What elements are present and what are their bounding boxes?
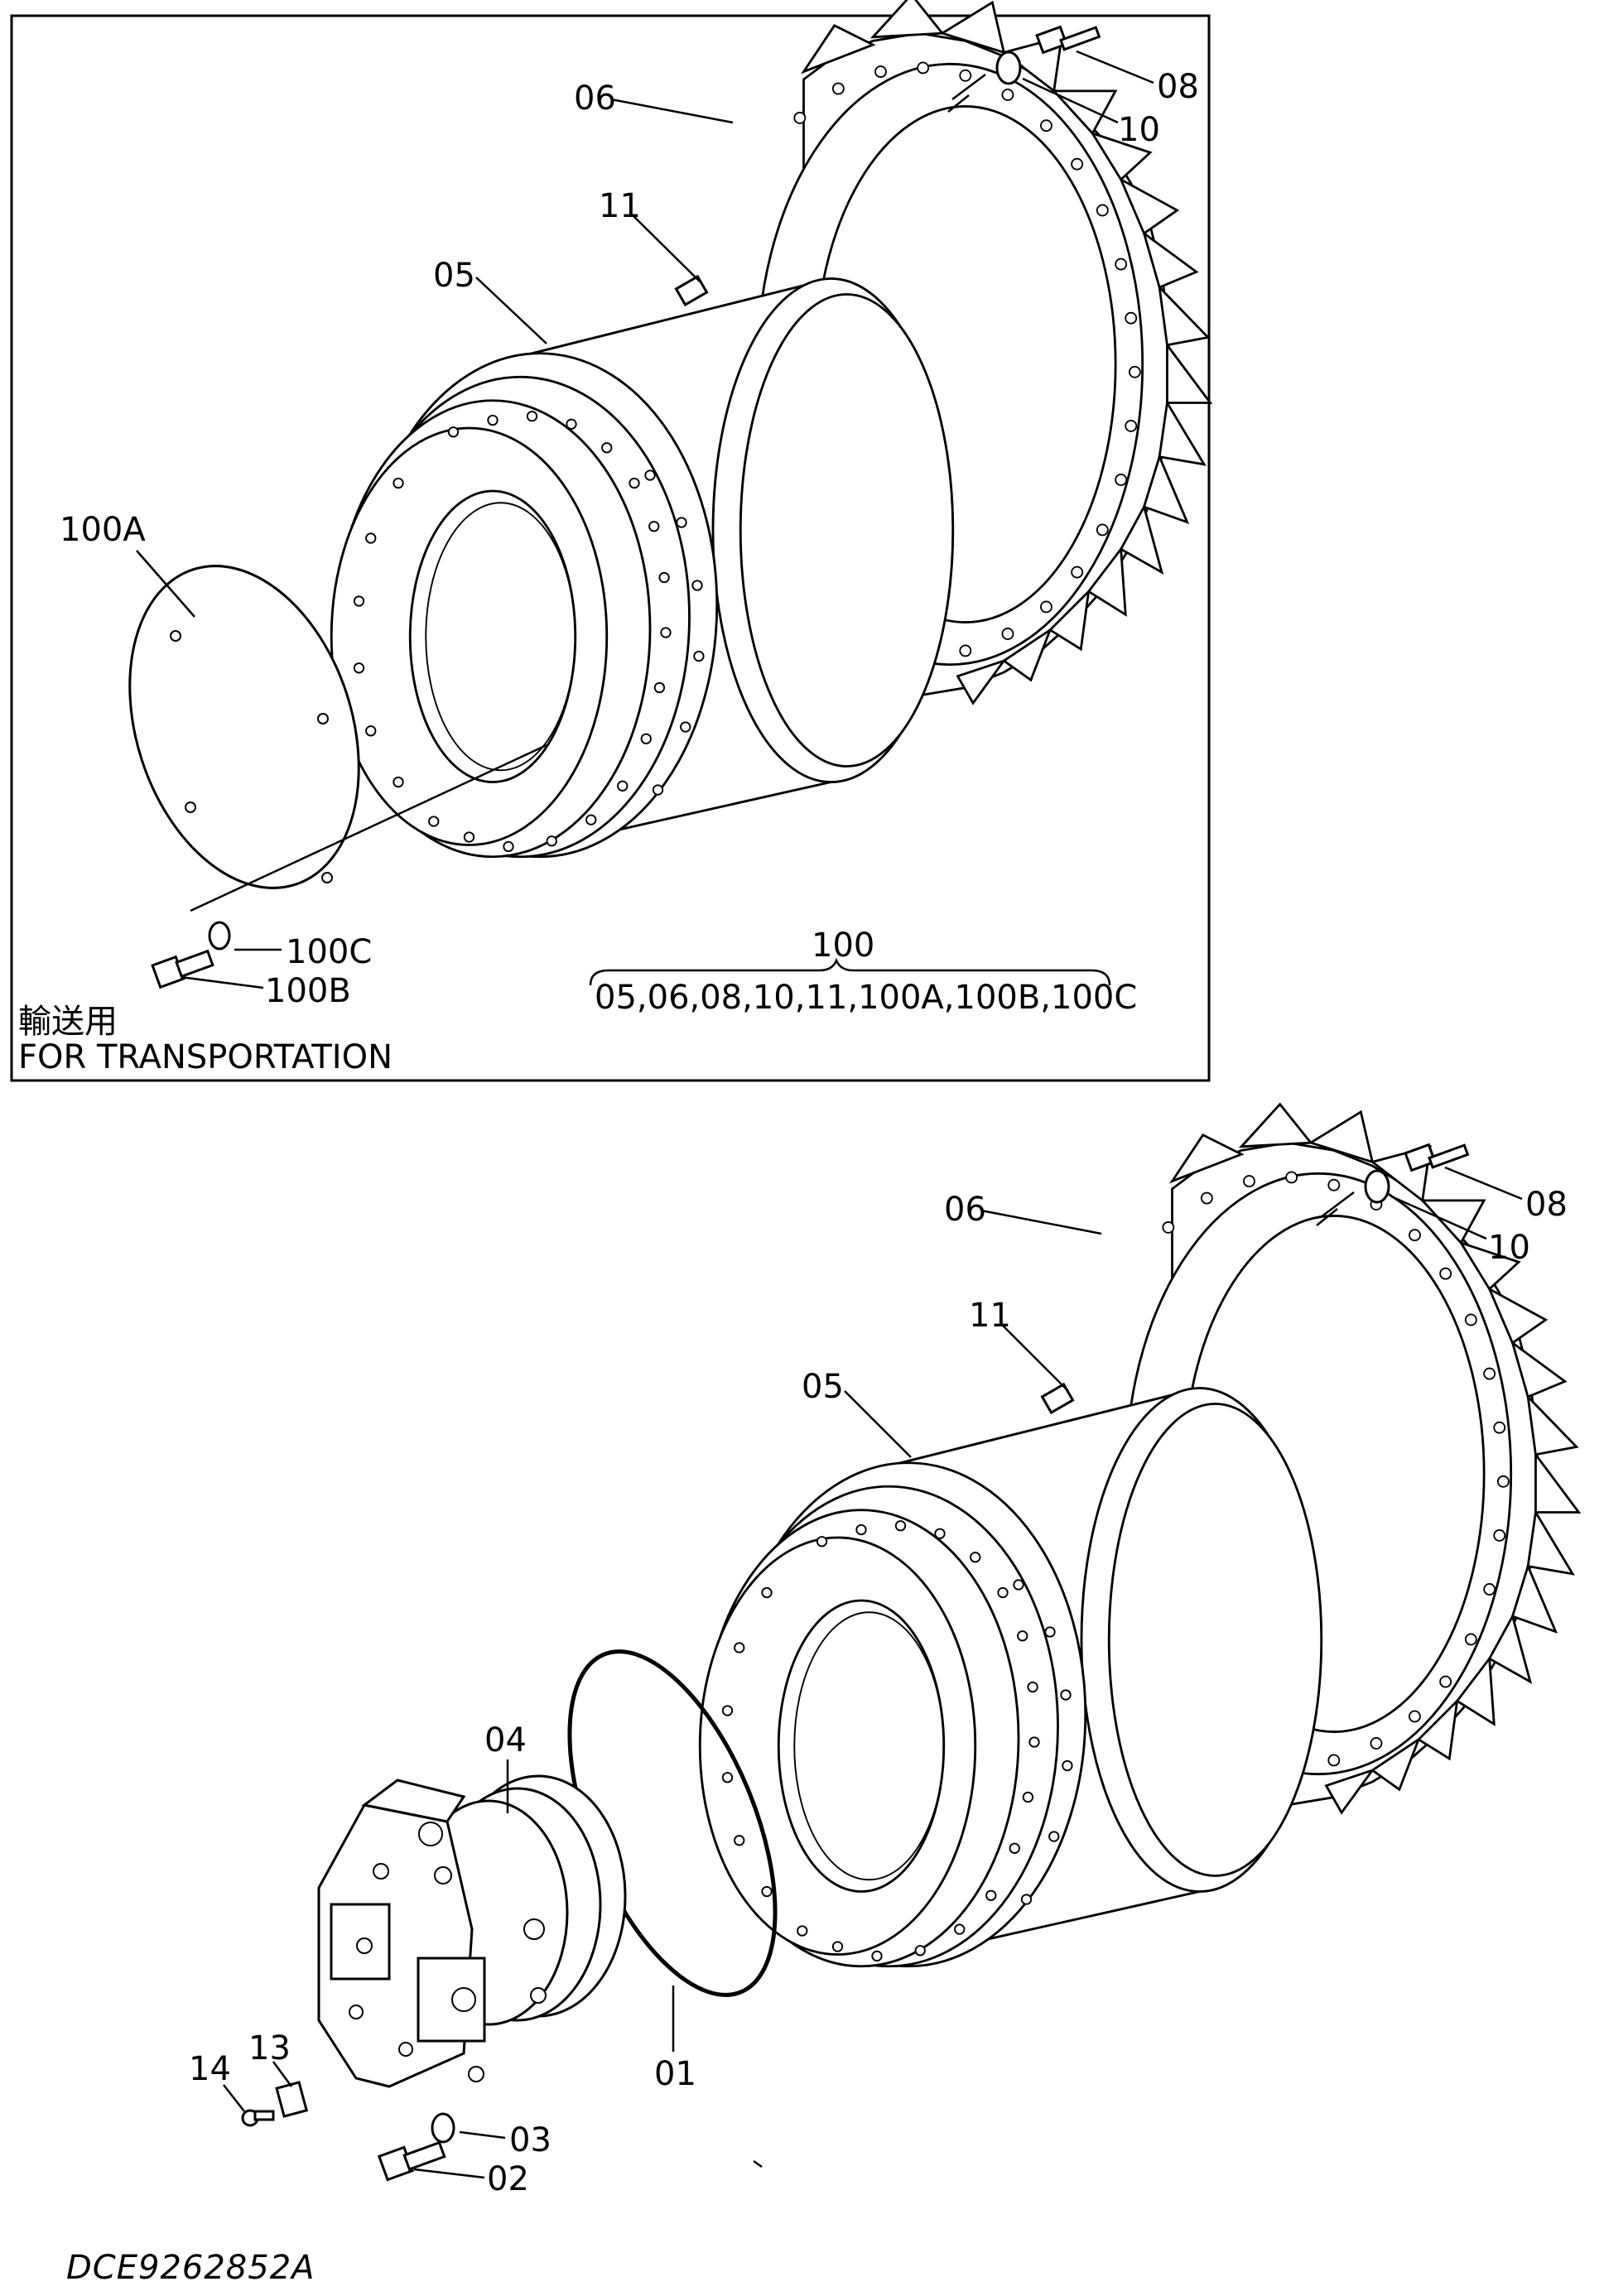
main-label-13: 13 [248,2029,291,2067]
main-washer-10 [1364,1169,1390,1204]
main-label-11: 11 [969,1297,1011,1335]
kit-contents: 05,06,08,10,11,100A,100B,100C [595,979,1137,1017]
inset-washer-10 [995,51,1022,85]
inset-label-100c: 100C [286,933,372,971]
inset-hub [330,277,955,859]
main-hub [698,1387,1323,1968]
main-label-10: 10 [1488,1229,1530,1267]
washer-03 [431,2112,455,2144]
bolt-02 [377,2140,446,2182]
main-label-05: 05 [802,1368,844,1406]
screw-14 [241,2109,275,2127]
note-en: FOR TRANSPORTATION [18,1038,393,1076]
main-bolt-08 [1404,1143,1470,1172]
drawing-code: DCE9262852A [66,2249,316,2287]
note-jp: 輸送用 [18,1003,118,1041]
inset-label-10: 10 [1118,111,1160,149]
inset-label-05: 05 [433,257,475,295]
main-leaders [223,1166,1523,2179]
inset-cover-100a [128,565,360,889]
main-label-06: 06 [944,1191,986,1229]
main-label-02: 02 [487,2160,529,2198]
inset-label-08: 08 [1157,68,1199,106]
inset-pin-11 [674,274,709,307]
main-label-04: 04 [484,1721,527,1759]
inset-bolt-08 [1035,25,1101,55]
main-label-03: 03 [509,2121,552,2159]
kit-number: 100 [812,927,874,965]
kit-brace [589,957,1111,986]
inset-label-06: 06 [574,79,616,118]
plate-13 [275,2081,309,2118]
inset-label-100a: 100A [60,511,146,549]
inset-frame [10,14,1211,1082]
travel-motor-04 [317,1774,627,2088]
inset-label-100b: 100B [265,972,351,1010]
main-pin-11 [1040,1382,1075,1415]
inset-bolt-100b [151,949,214,989]
main-label-14: 14 [189,2050,231,2088]
main-label-01: 01 [654,2055,696,2093]
inset-leaders [136,50,1154,989]
inset-washer-100c [208,921,231,951]
main-label-08: 08 [1525,1186,1568,1224]
inset-label-11: 11 [599,187,641,225]
